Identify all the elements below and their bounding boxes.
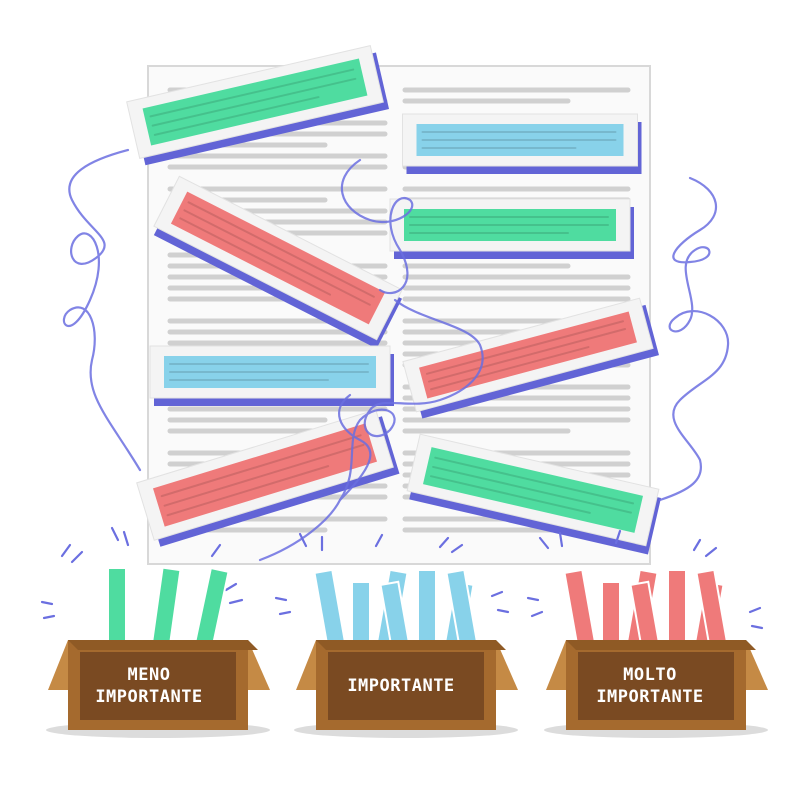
card-text-line: [149, 68, 355, 118]
box-importante: [294, 568, 518, 738]
sparkle-stroke: [614, 529, 622, 545]
card-highlight: [419, 311, 637, 399]
highlight-card: [136, 409, 400, 547]
sparkle-stroke: [490, 590, 504, 598]
sparkle-stroke: [60, 543, 72, 558]
sparkle-stroke: [40, 600, 54, 606]
sparkle-stroke: [496, 608, 510, 614]
card-highlight: [170, 191, 386, 325]
card-text-line: [430, 346, 590, 391]
card-text-line: [427, 327, 627, 383]
highlight-card: [389, 198, 634, 259]
sparkle-stroke: [538, 536, 550, 550]
highlight-card: [402, 297, 659, 419]
card-text-line: [163, 443, 365, 507]
highlight-card: [126, 45, 390, 166]
sparkle-stroke: [42, 614, 56, 620]
sparkle-stroke: [210, 543, 222, 558]
card-highlight: [416, 124, 624, 156]
sparkle-icon: [40, 526, 764, 630]
sparkle-stroke: [110, 526, 120, 542]
highlight-card: [153, 175, 403, 349]
box-label-panel: [80, 652, 236, 720]
card-text-line: [429, 475, 591, 514]
sparkle-stroke: [750, 624, 764, 630]
sparkle-stroke: [748, 606, 762, 614]
card-highlight: [404, 209, 616, 241]
sparkle-stroke: [228, 598, 244, 605]
sparkle-stroke: [298, 532, 308, 548]
box-label-panel: [578, 652, 734, 720]
card-text-line: [153, 96, 320, 136]
sparkle-stroke: [526, 596, 540, 602]
sparkle-stroke: [70, 550, 84, 564]
box-rim: [68, 640, 258, 650]
sparkle-stroke: [274, 596, 288, 602]
box-rim: [316, 640, 506, 650]
highlight-card: [406, 433, 661, 555]
box-molto-importante: [544, 568, 768, 738]
sparkle-stroke: [374, 533, 384, 548]
scribble-thread-icon: [62, 148, 730, 562]
sparkle-stroke: [704, 546, 718, 558]
card-highlight: [142, 58, 368, 146]
card-text-line: [151, 77, 357, 127]
card-text-line: [179, 217, 332, 296]
highlight-card: [402, 113, 642, 174]
sparkle-stroke: [278, 610, 292, 616]
card-text-line: [183, 209, 371, 306]
card-highlight: [153, 423, 377, 527]
card-highlight: [423, 447, 643, 533]
highlight-cards: [126, 45, 661, 555]
card-text-line: [425, 320, 625, 375]
card-highlight: [164, 356, 376, 388]
box-meno-importante: [46, 566, 270, 738]
box-rim: [566, 640, 756, 650]
sparkle-stroke: [692, 538, 702, 552]
sparkle-stroke: [122, 530, 130, 547]
card-text-line: [166, 465, 330, 517]
card-text-line: [434, 456, 635, 505]
sparkle-stroke: [530, 610, 544, 618]
sparkle-stroke: [438, 536, 450, 549]
card-text-line: [160, 434, 362, 498]
sorting-boxes: [46, 566, 768, 738]
card-text-line: [432, 465, 632, 514]
box-label-panel: [328, 652, 484, 720]
highlight-card: [149, 345, 394, 406]
sparkle-stroke: [450, 543, 464, 554]
card-text-line: [187, 201, 375, 298]
sparkle-stroke: [558, 531, 564, 548]
sparkle-stroke: [224, 582, 238, 592]
